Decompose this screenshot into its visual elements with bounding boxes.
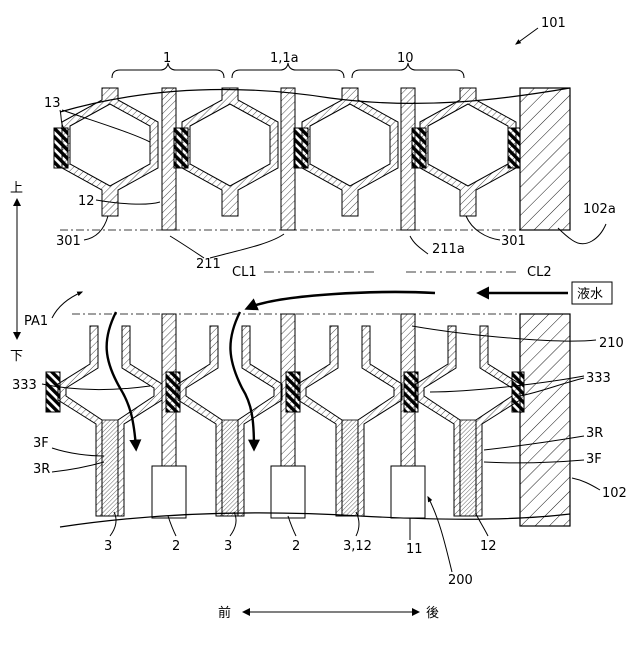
label-pa1: PA1 <box>24 314 48 329</box>
seal-333 <box>46 372 60 412</box>
hexagonal-cell-12 <box>420 88 516 216</box>
hexagonal-cell-12 <box>182 88 278 216</box>
seal-333 <box>286 372 300 412</box>
flow-arrow-upper <box>248 292 435 308</box>
seal-13 <box>294 128 308 168</box>
seal-13 <box>174 128 188 168</box>
seal-13 <box>508 128 520 168</box>
label-back: 後 <box>426 606 439 621</box>
seal-333 <box>166 372 180 412</box>
label-3r-left: 3R <box>33 462 50 477</box>
label-333-right: 333 <box>586 371 611 386</box>
lower-assembly <box>46 314 570 527</box>
label-2-a: 2 <box>172 539 180 554</box>
label-13: 13 <box>44 96 61 111</box>
label-brace-10: 10 <box>397 51 414 66</box>
label-3f-right: 3F <box>586 452 602 467</box>
coating-layer-3f-3r <box>342 420 358 516</box>
hexagonal-cell-12 <box>302 88 398 216</box>
seal-333 <box>404 372 418 412</box>
label-3-a: 3 <box>104 539 112 554</box>
block-2 <box>271 466 305 518</box>
upper-break-line <box>60 88 570 112</box>
label-liquid-water: 液水 <box>577 287 603 302</box>
end-plate-102 <box>520 314 570 526</box>
label-3r-right: 3R <box>586 426 603 441</box>
label-brace-1-1a: 1,1a <box>270 51 299 66</box>
label-102a: 102a <box>583 202 616 217</box>
block-11 <box>391 466 425 518</box>
back-arrow-icon <box>412 608 420 616</box>
label-cl1: CL1 <box>232 265 257 280</box>
label-3f-left: 3F <box>33 436 49 451</box>
front-arrow-icon <box>242 608 250 616</box>
label-2-b: 2 <box>292 539 300 554</box>
label-211a: 211a <box>432 242 465 257</box>
label-12-upper: 12 <box>78 194 95 209</box>
label-cl2: CL2 <box>527 265 552 280</box>
up-arrow-icon <box>13 198 21 206</box>
coating-layer-3f-3r <box>102 420 118 516</box>
label-12-lower: 12 <box>480 539 497 554</box>
label-211: 211 <box>196 257 221 272</box>
label-11: 11 <box>406 542 423 557</box>
label-210: 210 <box>599 336 624 351</box>
label-333-left: 333 <box>12 378 37 393</box>
upper-assembly <box>54 88 570 230</box>
pointer-200-arrow <box>428 497 452 572</box>
label-3-b: 3 <box>224 539 232 554</box>
block-2 <box>152 466 186 518</box>
label-figure-number: 101 <box>541 16 566 31</box>
figure-pointer-arrow <box>516 28 538 44</box>
coating-layer-3f-3r <box>222 420 238 516</box>
seal-13 <box>54 128 68 168</box>
label-301-left: 301 <box>56 234 81 249</box>
lower-break-line <box>60 513 570 527</box>
label-brace-1: 1 <box>163 51 171 66</box>
label-down: 下 <box>10 349 23 364</box>
label-301-right: 301 <box>501 234 526 249</box>
down-arrow-icon <box>13 332 21 340</box>
seal-333 <box>512 372 524 412</box>
coating-layer-3f-3r <box>460 420 476 516</box>
seal-13 <box>412 128 426 168</box>
label-up: 上 <box>10 181 23 196</box>
label-200: 200 <box>448 573 473 588</box>
separator-211 <box>281 88 295 230</box>
label-front: 前 <box>218 605 231 621</box>
label-3-12: 3,12 <box>343 539 372 554</box>
label-102: 102 <box>602 486 627 501</box>
end-plate-102a <box>520 88 570 230</box>
